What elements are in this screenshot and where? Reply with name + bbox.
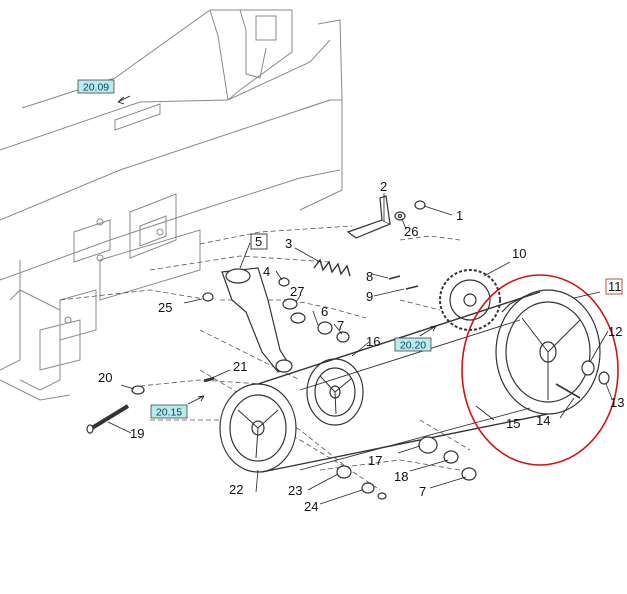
nut-part	[361, 482, 375, 494]
part-label-17: 17	[368, 453, 382, 468]
spring-part	[313, 258, 351, 277]
bolt-head	[414, 200, 426, 210]
leader-lines	[107, 193, 613, 505]
reference-label: 20.20	[400, 340, 426, 352]
bracket-part	[346, 219, 392, 239]
part-label-25: 25	[158, 300, 172, 315]
part-label-8: 8	[366, 269, 373, 284]
part-label-19: 19	[130, 426, 144, 441]
small-bolt	[388, 275, 401, 280]
part-label-18: 18	[394, 469, 408, 484]
long-bolt	[90, 404, 130, 430]
circlip-part	[443, 450, 459, 464]
part-label-4: 4	[263, 264, 270, 279]
part-labels: 1 2 3 4 5 6 7 7 8 9 10 11 12 13 14 15 16…	[98, 179, 624, 514]
reference-label: 20.09	[83, 82, 109, 94]
reference-arrows	[117, 95, 437, 405]
part-label-22: 22	[229, 482, 243, 497]
part-label-14: 14	[536, 413, 550, 428]
part-label-26: 26	[404, 224, 418, 239]
small-bolt	[405, 285, 419, 290]
reference-20-15[interactable]: 20.15	[150, 404, 188, 419]
part-label-3: 3	[285, 236, 292, 251]
parts	[86, 195, 610, 500]
part-label-27: 27	[290, 284, 304, 299]
label-box-5	[250, 233, 268, 250]
part-label-20: 20	[98, 370, 112, 385]
part-label-7-upper: 7	[337, 318, 344, 333]
part-label-1: 1	[456, 208, 463, 223]
bushing-part	[290, 312, 306, 324]
bushing-part	[282, 298, 298, 310]
circlip-part	[461, 467, 477, 481]
part-label-24: 24	[304, 499, 318, 514]
part-label-15: 15	[506, 416, 520, 431]
bushing-part	[418, 436, 438, 454]
part-label-11: 11	[608, 279, 622, 294]
part-label-10: 10	[512, 246, 526, 261]
part-label-9: 9	[366, 289, 373, 304]
part-label-6: 6	[321, 304, 328, 319]
reference-20-20[interactable]: 20.20	[394, 337, 432, 352]
bolt-part	[202, 292, 214, 302]
washer-part	[317, 321, 333, 335]
washer-part	[581, 360, 595, 376]
label-box-11	[605, 278, 623, 295]
machine-frame	[0, 9, 343, 401]
nut-part	[598, 371, 610, 385]
part-label-2: 2	[380, 179, 387, 194]
part-label-5: 5	[255, 234, 262, 249]
part-label-23: 23	[288, 483, 302, 498]
part-label-12: 12	[608, 324, 622, 339]
pin-part	[555, 383, 581, 399]
highlight-circle	[461, 274, 619, 466]
washer-part	[336, 465, 352, 479]
part-label-16: 16	[366, 334, 380, 349]
reference-20-09[interactable]: 20.09	[77, 79, 115, 94]
pin-part	[203, 376, 215, 383]
part-label-13: 13	[610, 395, 624, 410]
part-label-21: 21	[233, 359, 247, 374]
washer-part	[278, 277, 290, 287]
circlip-part	[336, 331, 350, 343]
reference-label: 20.15	[156, 407, 182, 419]
part-label-7-lower: 7	[419, 484, 426, 499]
washer-part	[131, 385, 145, 395]
